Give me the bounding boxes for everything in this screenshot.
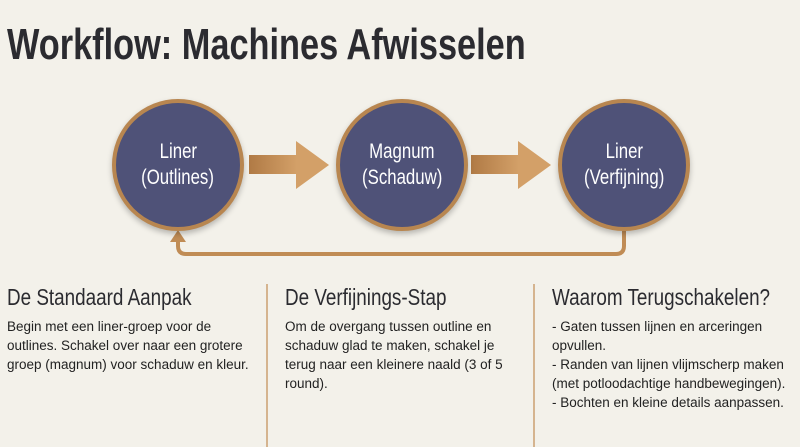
return-loop-arrow [176, 231, 626, 256]
column-heading: Waarom Terugschakelen? [552, 284, 771, 310]
column-bullet: - Bochten en kleine details aanpassen. [552, 395, 784, 410]
arrow-right-icon [471, 141, 551, 189]
arrow-right-icon [249, 141, 329, 189]
column-verfijnings-stap: De Verfijnings-Stap Om de overgang tusse… [285, 284, 525, 393]
node-sublabel: (Outlines) [141, 166, 215, 189]
column-divider [266, 284, 268, 447]
node-label: Liner [605, 140, 643, 163]
node-label: Magnum [369, 140, 435, 163]
node-liner-verfijning: Liner (Verfijning) [558, 99, 690, 231]
node-liner-outlines: Liner (Outlines) [112, 99, 244, 231]
column-divider [533, 284, 535, 447]
column-waarom-terugschakelen: Waarom Terugschakelen? - Gaten tussen li… [552, 284, 800, 412]
column-body: Om de overgang tussen outline en schaduw… [285, 319, 503, 391]
column-bullet: - Randen van lijnen vlijmscherp maken (m… [552, 357, 786, 391]
node-magnum-schaduw: Magnum (Schaduw) [336, 99, 468, 231]
node-label: Liner [159, 140, 197, 163]
column-body: Begin met een liner-groep voor de outlin… [7, 319, 249, 372]
column-heading: De Verfijnings-Stap [285, 284, 447, 310]
page-title: Workflow: Machines Afwisselen [7, 20, 526, 69]
workflow-arrows [170, 141, 626, 256]
node-sublabel: (Verfijning) [583, 166, 665, 189]
node-sublabel: (Schaduw) [361, 166, 443, 189]
arrow-up-icon [170, 230, 186, 242]
column-heading: De Standaard Aanpak [7, 284, 192, 310]
column-standaard-aanpak: De Standaard Aanpak Begin met een liner-… [7, 284, 265, 374]
column-bullet: - Gaten tussen lijnen en arceringen opvu… [552, 319, 763, 353]
